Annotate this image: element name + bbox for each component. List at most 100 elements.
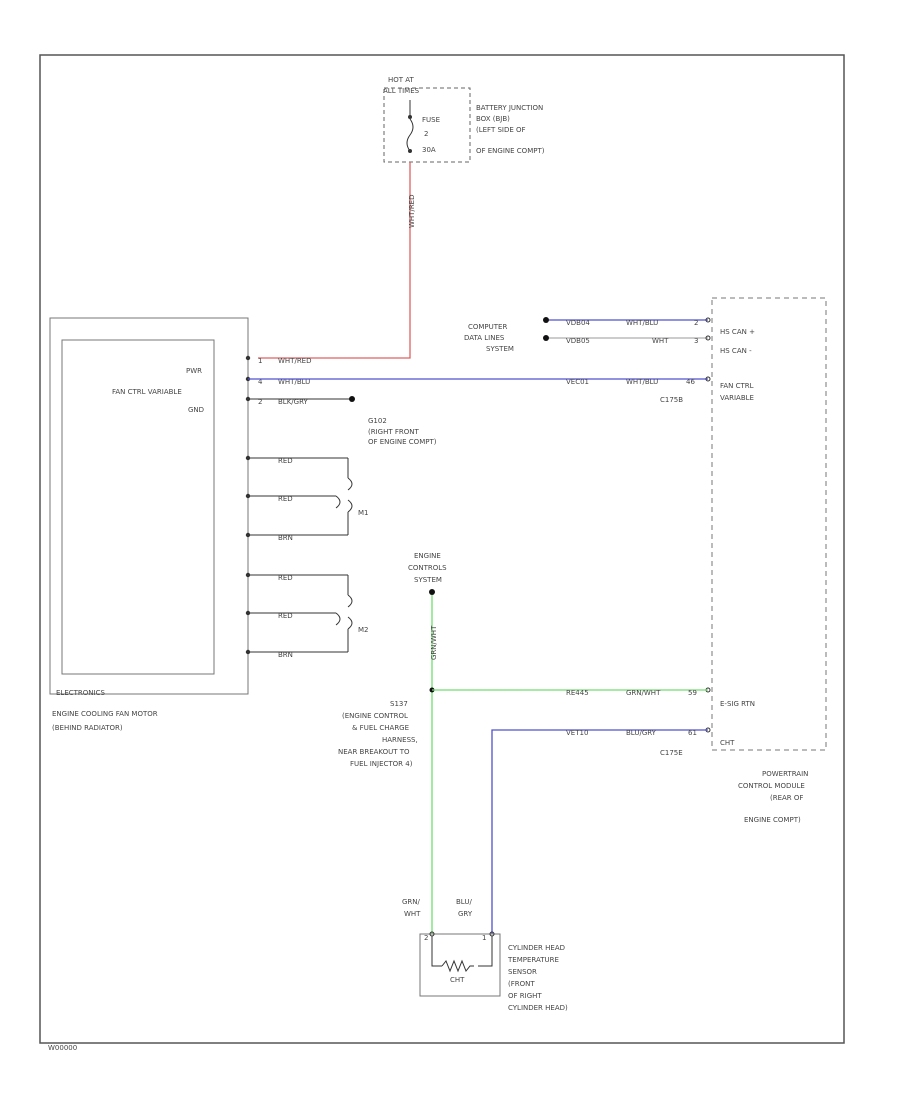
fan-pin-4: 4: [258, 378, 263, 386]
bjb-name-3: (LEFT SIDE OF: [476, 126, 526, 134]
electronics-label: ELECTRONICS: [56, 689, 105, 697]
ctrl-circuit: VEC01: [566, 378, 589, 386]
powertrain-control-module: HS CAN + HS CAN - FAN CTRL VARIABLE E-SI…: [705, 297, 827, 824]
diagram-frame: [39, 54, 845, 1044]
red-power-wire: [258, 162, 411, 359]
motor-wire-2: RED: [278, 495, 293, 503]
sig-circuit: RE445: [566, 689, 589, 697]
ground-location-1: (RIGHT FRONT: [368, 428, 419, 436]
sensor-name-1: CYLINDER HEAD: [508, 944, 565, 952]
motor-wire-1: RED: [278, 457, 293, 465]
fan-pin-1: 1: [258, 357, 262, 365]
hot-at-label: HOT AT: [388, 76, 415, 84]
pcm-name-2: CONTROL MODULE: [738, 782, 805, 790]
splice-loc-4: NEAR BREAKOUT TO: [338, 748, 410, 756]
footer-code: W00000: [48, 1044, 77, 1052]
cdl-circuit-a: VDB04: [566, 319, 590, 327]
sensor-outer-box: [419, 933, 501, 997]
pcm-name-1: POWERTRAIN: [762, 770, 808, 778]
pcm-name-3: (REAR OF: [770, 794, 803, 802]
cdl-line1: COMPUTER: [468, 323, 507, 331]
engine-controls-system: ENGINE CONTROLS SYSTEM GRN/WHT S137 (ENG…: [338, 552, 708, 934]
sensor-name-5: OF RIGHT: [508, 992, 542, 1000]
sig-wire: GRN/WHT: [626, 689, 661, 697]
m1-label: M1: [358, 509, 369, 517]
sensor-name-6: CYLINDER HEAD): [508, 1004, 568, 1012]
sensor-wire-left-2: WHT: [404, 910, 421, 918]
fuse-terminal-bottom: [408, 149, 412, 153]
fuse-number: 2: [424, 130, 428, 138]
cdl-wire-a: WHT/BLU: [626, 319, 658, 327]
ecs-terminal: [429, 589, 435, 595]
fan-motor-outer-box: [49, 317, 249, 695]
fan-wire-pwr-label: WHT/RED: [278, 357, 312, 365]
cdl-circuit-b: VDB05: [566, 337, 590, 345]
ground-id: G102: [368, 417, 387, 425]
splice-loc-5: FUEL INJECTOR 4): [350, 760, 413, 768]
pin-fan-ctrl-label: FAN CTRL VARIABLE: [112, 388, 182, 396]
sensor-inner-label: CHT: [450, 976, 465, 984]
cdl-terminal-a: [543, 317, 549, 323]
motor-winding-m1: RED RED BRN M1: [245, 455, 369, 542]
pcm-pin-hs-can-minus: HS CAN -: [720, 347, 752, 355]
ground-g102-icon: [349, 396, 355, 402]
fan-wire-gnd-label: BLK/GRY: [278, 398, 308, 406]
cdl-line2: DATA LINES: [464, 334, 505, 342]
fan-motor-module: PWR FAN CTRL VARIABLE GND ELECTRONICS EN…: [49, 317, 437, 732]
ground-location-2: OF ENGINE COMPT): [368, 438, 437, 446]
ecs-line3: SYSTEM: [414, 576, 442, 584]
thermistor-symbol: [441, 959, 474, 973]
fan-pin-pwr: [245, 355, 251, 361]
fan-pin-2: 2: [258, 398, 262, 406]
pin-gnd-label: GND: [188, 406, 204, 414]
ret-circuit: VET10: [566, 729, 588, 737]
ctrl-wire: WHT/BLU: [626, 378, 658, 386]
ret-wire: BLU/GRY: [626, 729, 657, 737]
motor-wire-6: BRN: [278, 651, 293, 659]
splice-loc-3: HARNESS,: [382, 736, 418, 744]
red-wire-label: WHT/RED: [408, 195, 416, 229]
fuse-label: FUSE: [422, 116, 440, 124]
sensor-wire-left-1: GRN/: [402, 898, 421, 906]
bjb-name-2: BOX (BJB): [476, 115, 510, 123]
cht-sensor: GRN/ WHT BLU/ GRY 2 1 CHT CYLINDER HEAD …: [402, 898, 568, 1012]
blue-cht-wire: [491, 729, 708, 934]
fan-motor-electronics-box: [61, 339, 215, 675]
cdl-terminal-b: [543, 335, 549, 341]
sensor-wire-right-1: BLU/: [456, 898, 472, 906]
fan-motor-name-1: ENGINE COOLING FAN MOTOR: [52, 710, 158, 718]
bjb-name-1: BATTERY JUNCTION: [476, 104, 543, 112]
sensor-pin-right: 1: [482, 934, 486, 942]
fuse-rating: 30A: [422, 146, 436, 154]
connector-c175b: C175B: [660, 396, 683, 404]
motor-wire-3: BRN: [278, 534, 293, 542]
ecs-line2: CONTROLS: [408, 564, 447, 572]
sensor-pin-left: 2: [424, 934, 428, 942]
sensor-wire-right-2: GRY: [458, 910, 473, 918]
pcm-name-4: ENGINE COMPT): [744, 816, 801, 824]
pcm-dashed-box: [711, 297, 827, 751]
cdl-wire-b: WHT: [652, 337, 669, 345]
hot-all-times-label: ALL TIMES: [383, 87, 420, 95]
ecs-line1: ENGINE: [414, 552, 441, 560]
fuse-symbol: [406, 118, 414, 152]
pcm-pin-cht: CHT: [720, 739, 735, 747]
battery-junction-box: HOT AT ALL TIMES FUSE 2 30A BATTERY JUNC…: [383, 76, 545, 163]
m2-label: M2: [358, 626, 369, 634]
connector-c175e: C175E: [660, 749, 683, 757]
splice-loc-1: (ENGINE CONTROL: [342, 712, 408, 720]
pin-pwr-label: PWR: [186, 367, 202, 375]
motor-wire-5: RED: [278, 612, 293, 620]
fan-wire-ctrl-label: WHT/BLU: [278, 378, 310, 386]
pcm-pin-esig: E-SIG RTN: [720, 700, 755, 708]
pcm-pin-fan-ctrl-1: FAN CTRL: [720, 382, 754, 390]
cdl-pin-b: 3: [694, 337, 698, 345]
sensor-name-3: SENSOR: [508, 968, 537, 976]
sensor-name-2: TEMPERATURE: [507, 956, 559, 964]
cdl-pin-a: 2: [694, 319, 698, 327]
bjb-dashed-box: [383, 87, 471, 163]
splice-id: S137: [390, 700, 408, 708]
pcm-pin-hs-can-plus: HS CAN +: [720, 328, 755, 336]
cdl-line3: SYSTEM: [486, 345, 514, 353]
